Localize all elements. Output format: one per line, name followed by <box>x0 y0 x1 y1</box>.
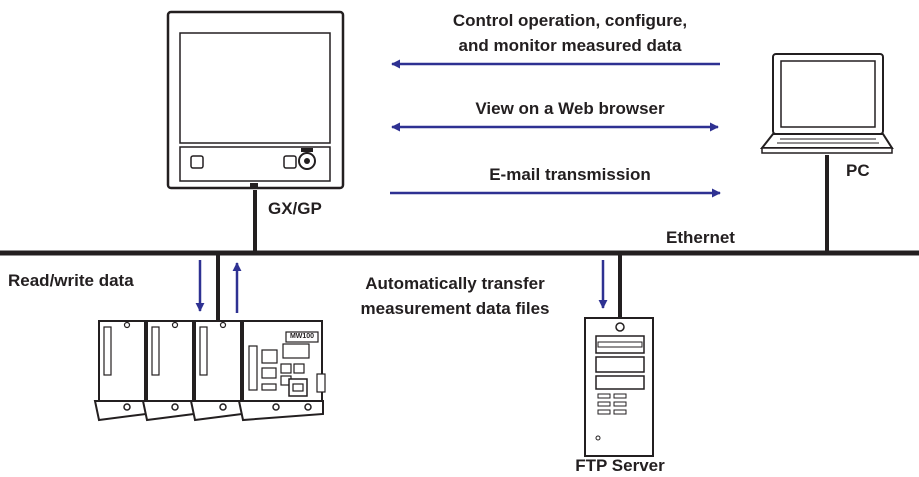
control-label-line1: Control operation, configure, <box>452 11 688 30</box>
auto-transfer-label-line2: measurement data files <box>360 299 550 318</box>
gxgp-label: GX/GP <box>268 199 322 218</box>
ethernet-label: Ethernet <box>666 228 735 247</box>
gxgp-recorder-icon <box>166 10 345 190</box>
ftp-server-icon <box>584 317 654 457</box>
pc-label: PC <box>846 161 870 180</box>
mw100-unit-icon <box>93 320 326 422</box>
ftp-server-label: FTP Server <box>575 456 665 475</box>
pc-laptop-icon <box>759 53 894 154</box>
mw100-label: MW100 <box>289 333 315 340</box>
readwrite-label: Read/write data <box>8 271 134 290</box>
web-label: View on a Web browser <box>475 99 665 118</box>
control-label-line2: and monitor measured data <box>458 36 682 55</box>
email-label: E-mail transmission <box>489 165 651 184</box>
auto-transfer-label-line1: Automatically transfer <box>365 274 545 293</box>
